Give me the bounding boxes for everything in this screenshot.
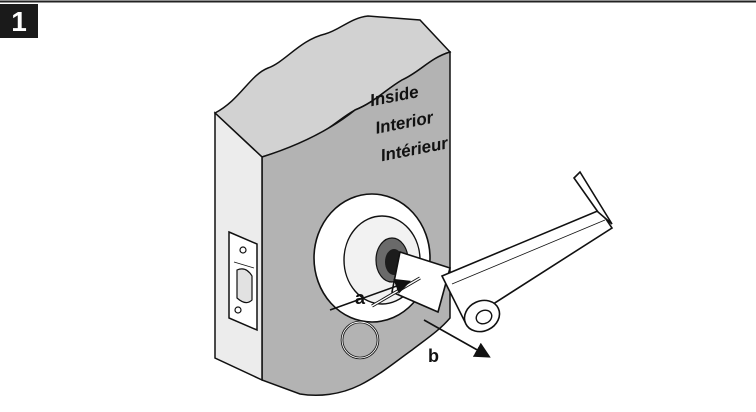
lever-handle-icon: [391, 170, 614, 333]
step-badge: 1: [0, 4, 38, 38]
callout-a: a: [355, 288, 366, 308]
step-number: 1: [11, 6, 27, 37]
callout-b: b: [428, 346, 439, 366]
direction-arrow-b: [423, 319, 491, 358]
direction-arrow-a: [329, 278, 412, 311]
latch-plate-icon: [228, 230, 258, 332]
door: [213, 15, 452, 397]
